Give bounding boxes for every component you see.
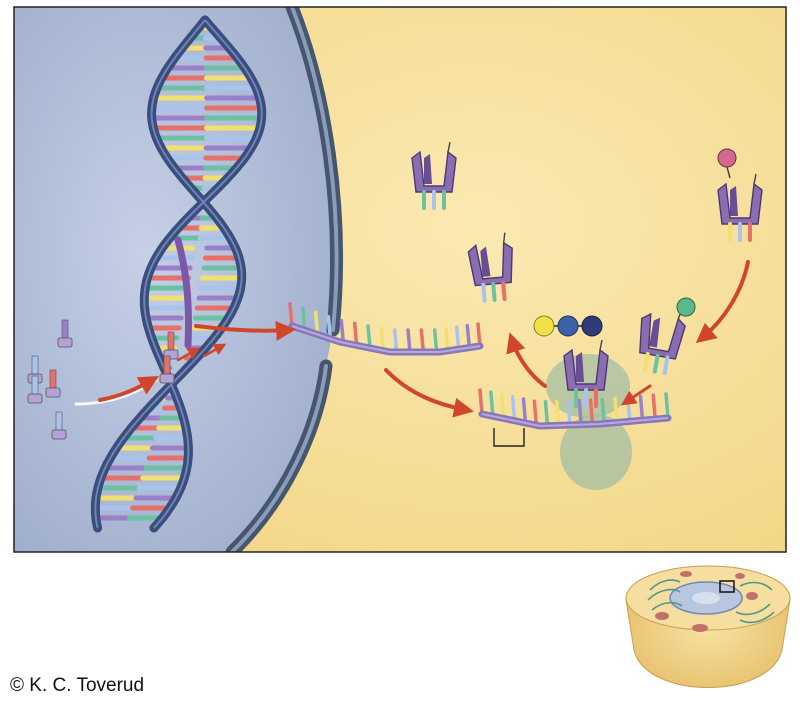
arrow-nucleotides-to-dna: [98, 376, 159, 402]
amino-acid-bead-icon: [676, 297, 696, 317]
free-nucleotide-icon: [27, 375, 43, 404]
magnified-region-marker: [719, 580, 735, 593]
cell-cutaway-icon: [625, 565, 791, 688]
polypeptide-chain: [533, 315, 603, 337]
trna-icon: [563, 339, 609, 408]
panel-frame: [13, 6, 787, 553]
trna-icon: [467, 232, 513, 303]
trna-icon: [639, 309, 686, 376]
arrow-mrna-to-ribosome: [384, 368, 474, 418]
arrow-rna-exit: [194, 320, 296, 341]
dna-double-helix-icon: [90, 15, 267, 533]
free-nucleotide-icon: [27, 319, 179, 440]
main-panel: [14, 7, 786, 552]
trna-icon: [411, 141, 457, 210]
amino-acid-bead-icon: [533, 315, 555, 337]
amino-acid-bead-icon: [717, 148, 737, 168]
codon-bracket: [493, 428, 525, 447]
nascent-rna-strand: [174, 236, 193, 349]
amino-acid-bead-icon: [557, 315, 579, 337]
mrna-on-ribosome: [478, 388, 672, 430]
arrow-trna-to-site: [621, 384, 652, 406]
process-arrows: [74, 260, 750, 418]
arrow-trna-in: [695, 260, 750, 344]
free-nucleotide-icon: [51, 411, 67, 440]
amino-acid-bead-icon: [581, 315, 603, 337]
free-nucleotide-icon: [159, 355, 175, 384]
free-nucleotide-icon: [45, 369, 61, 398]
mrna-strand-icon: [288, 302, 484, 356]
trna-icon: [717, 173, 763, 242]
copyright-credit: © K. C. Toverud: [10, 675, 145, 696]
free-nucleotide-icon: [57, 319, 73, 348]
arrow-trna-exit: [506, 332, 547, 388]
